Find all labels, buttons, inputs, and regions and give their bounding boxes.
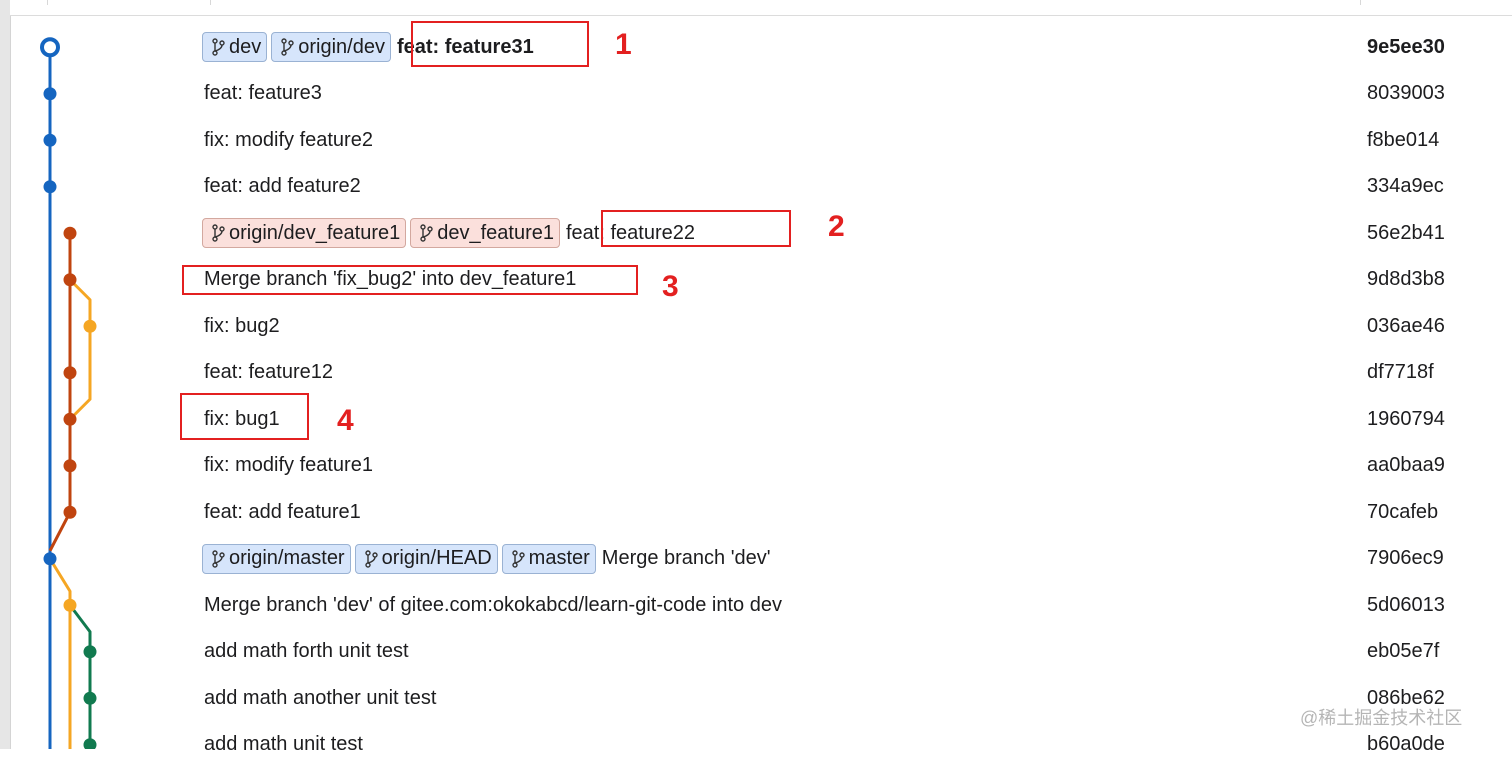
commit-subject: fix: bug2 (202, 315, 280, 338)
branch-icon (211, 224, 225, 242)
commit-hash: 9e5ee30 (1367, 36, 1445, 59)
commit-subject: feat: add feature2 (202, 175, 361, 198)
branch-ref-badge[interactable]: origin/master (202, 544, 351, 574)
annotation-box (182, 265, 638, 295)
commit-row[interactable]: feat: feature3 8039003 (0, 71, 1512, 118)
commit-hash: f8be014 (1367, 129, 1439, 152)
branch-ref-badge[interactable]: origin/dev_feature1 (202, 218, 406, 248)
commit-message-cell: fix: modify feature1 (202, 443, 373, 490)
branch-ref-badge[interactable]: origin/HEAD (355, 544, 498, 574)
branch-icon (419, 224, 433, 242)
commit-hash: 5d06013 (1367, 594, 1445, 617)
branch-ref-label: origin/master (229, 547, 345, 570)
commit-row[interactable]: Merge branch 'dev' of gitee.com:okokabcd… (0, 582, 1512, 629)
commit-row[interactable]: feat: add feature1 70cafeb (0, 489, 1512, 536)
commit-message-cell: Merge branch 'dev' of gitee.com:okokabcd… (202, 582, 782, 629)
branch-icon (511, 550, 525, 568)
commit-row[interactable]: fix: bug2 036ae46 (0, 303, 1512, 350)
annotation-box (411, 21, 589, 67)
commit-hash: 70cafeb (1367, 501, 1438, 524)
commit-row[interactable]: origin/master origin/HEAD master Merge bran… (0, 536, 1512, 583)
commit-hash: 56e2b41 (1367, 222, 1445, 245)
commit-message-cell: fix: modify feature2 (202, 117, 373, 164)
annotation-number: 3 (662, 270, 679, 304)
branch-ref-label: dev (229, 36, 261, 59)
branch-ref-label: origin/dev_feature1 (229, 222, 400, 245)
commit-row[interactable]: feat: feature12 df7718f (0, 350, 1512, 397)
commit-hash: eb05e7f (1367, 640, 1439, 663)
annotation-box (601, 210, 791, 247)
annotation-box (180, 393, 309, 440)
commit-hash: aa0baa9 (1367, 454, 1445, 477)
column-header-bar (10, 0, 1512, 16)
commit-row[interactable]: feat: add feature2 334a9ec (0, 164, 1512, 211)
commit-message-cell: add math unit test (202, 722, 363, 768)
commit-subject: Merge branch 'dev' (600, 547, 771, 570)
branch-ref-label: origin/HEAD (382, 547, 492, 570)
commit-hash: 9d8d3b8 (1367, 268, 1445, 291)
commit-hash: 036ae46 (1367, 315, 1445, 338)
column-separator[interactable] (210, 0, 211, 5)
commit-subject: feat: add feature1 (202, 501, 361, 524)
commit-message-cell: origin/master origin/HEAD master Merge bran… (202, 536, 771, 583)
commit-row[interactable]: fix: modify feature1 aa0baa9 (0, 443, 1512, 490)
branch-ref-label: master (529, 547, 590, 570)
commit-hash: 7906ec9 (1367, 547, 1444, 570)
branch-icon (364, 550, 378, 568)
commit-subject: feat: feature12 (202, 361, 333, 384)
commit-hash: b60a0de (1367, 733, 1445, 756)
commit-message-cell: fix: bug2 (202, 303, 280, 350)
annotation-number: 4 (337, 404, 354, 438)
column-separator[interactable] (1360, 0, 1361, 5)
commit-row[interactable]: fix: modify feature2 f8be014 (0, 117, 1512, 164)
commit-subject: feat: feature3 (202, 82, 322, 105)
commit-message-cell: feat: add feature1 (202, 489, 361, 536)
commit-message-cell: feat: feature12 (202, 350, 333, 397)
commit-subject: add math another unit test (202, 687, 436, 710)
commit-subject: Merge branch 'dev' of gitee.com:okokabcd… (202, 594, 782, 617)
commit-message-cell: add math forth unit test (202, 629, 409, 676)
branch-ref-label: origin/dev (298, 36, 385, 59)
commit-subject: add math unit test (202, 733, 363, 756)
commit-row[interactable]: add math unit test b60a0de (0, 722, 1512, 768)
annotation-number: 1 (615, 28, 632, 62)
branch-ref-badge[interactable]: origin/dev (271, 32, 391, 62)
commit-subject: fix: modify feature1 (202, 454, 373, 477)
commit-message-cell: feat: add feature2 (202, 164, 361, 211)
commit-hash: df7718f (1367, 361, 1434, 384)
commit-message-cell: feat: feature3 (202, 71, 322, 118)
commit-message-cell: add math another unit test (202, 675, 436, 722)
branch-icon (211, 550, 225, 568)
branch-ref-label: dev_feature1 (437, 222, 554, 245)
branch-icon (211, 38, 225, 56)
commit-hash: 1960794 (1367, 408, 1445, 431)
branch-ref-badge[interactable]: dev (202, 32, 267, 62)
commit-subject: add math forth unit test (202, 640, 409, 663)
branch-ref-badge[interactable]: master (502, 544, 596, 574)
annotation-number: 2 (828, 210, 845, 244)
branch-ref-badge[interactable]: dev_feature1 (410, 218, 560, 248)
commit-hash: 8039003 (1367, 82, 1445, 105)
watermark: @稀土掘金技术社区 (1300, 704, 1462, 730)
commit-row[interactable]: add math forth unit test eb05e7f (0, 629, 1512, 676)
branch-icon (280, 38, 294, 56)
commit-hash: 334a9ec (1367, 175, 1444, 198)
commit-subject: fix: modify feature2 (202, 129, 373, 152)
